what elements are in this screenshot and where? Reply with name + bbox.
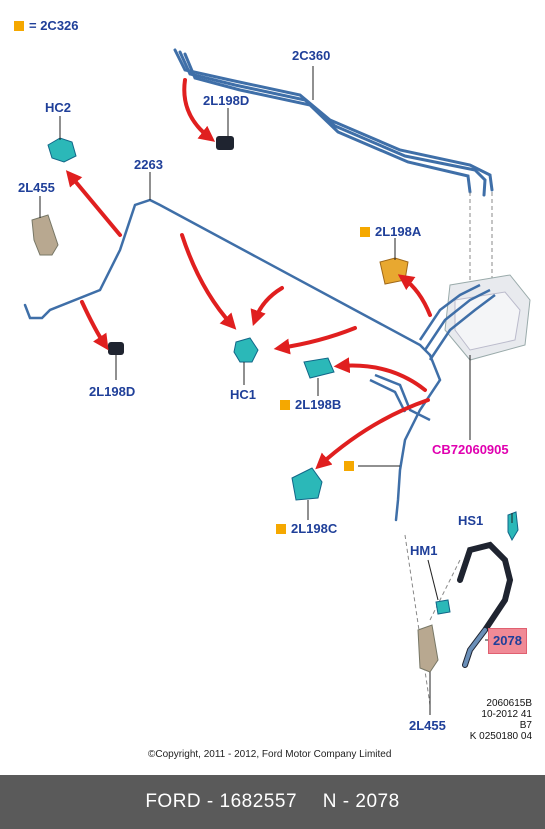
legend: = 2C326 bbox=[14, 18, 79, 33]
label-2L198B-text: 2L198B bbox=[295, 397, 342, 412]
label-2L198A-text: 2L198A bbox=[375, 224, 422, 239]
label-2L198A: 2L198A bbox=[360, 224, 421, 239]
clip-HS1 bbox=[507, 511, 519, 542]
clip-HC1 bbox=[233, 337, 259, 363]
label-2L198D-bottom: 2L198D bbox=[89, 384, 136, 399]
clip-HM1 bbox=[435, 599, 451, 615]
brake-line-diagram bbox=[23, 48, 531, 715]
legend-text: = 2C326 bbox=[29, 18, 79, 33]
label-HS1: HS1 bbox=[458, 513, 484, 528]
clip-2L198B bbox=[303, 357, 335, 379]
copyright-notice: ©Copyright, 2011 - 2012, Ford Motor Comp… bbox=[148, 749, 392, 760]
tube-2C360 bbox=[173, 48, 494, 197]
guide-lines bbox=[404, 192, 493, 706]
leader-lines bbox=[39, 66, 513, 715]
info-line-2: 10-2012 41 bbox=[481, 709, 532, 720]
tube-2263 bbox=[23, 198, 442, 522]
clip-HC2 bbox=[47, 137, 77, 163]
info-line-3: B7 bbox=[519, 720, 532, 731]
label-2L198C: 2L198C bbox=[276, 521, 337, 536]
label-2L198C-text: 2L198C bbox=[291, 521, 338, 536]
abs-module bbox=[369, 274, 531, 422]
legend-swatch-2L198B bbox=[280, 400, 290, 410]
clip-2L198C bbox=[291, 467, 323, 501]
label-CB72060905: CB72060905 bbox=[432, 442, 509, 457]
label-HC1: HC1 bbox=[230, 387, 257, 402]
info-line-1: 2060615B bbox=[486, 698, 532, 709]
bracket-2L455-bottom bbox=[417, 624, 439, 673]
label-HM1: HM1 bbox=[410, 543, 438, 558]
clip-2L198D-top bbox=[216, 136, 234, 150]
label-2C360: 2C360 bbox=[292, 48, 331, 63]
indicator-arrows bbox=[65, 78, 432, 470]
legend-swatch-2L198A bbox=[360, 227, 370, 237]
footer-brand: FORD - 1682557 bbox=[145, 791, 298, 812]
legend-swatch bbox=[14, 21, 24, 31]
legend-swatch-tube bbox=[344, 461, 354, 471]
legend-swatch-2L198C bbox=[276, 524, 286, 534]
label-2L198B: 2L198B bbox=[280, 397, 341, 412]
footer-part: N - 2078 bbox=[322, 791, 400, 812]
label-2L198D-top: 2L198D bbox=[203, 93, 250, 108]
label-2L455-bottom: 2L455 bbox=[409, 718, 446, 733]
clip-2L198D-bottom bbox=[108, 342, 124, 355]
info-line-4: K 0250180 04 bbox=[469, 731, 532, 742]
label-2078-highlight: 2078 bbox=[488, 628, 527, 654]
footer-bar: FORD - 1682557 N - 2078 bbox=[0, 775, 545, 829]
bracket-2L455-left bbox=[31, 214, 59, 256]
label-HC2: HC2 bbox=[45, 100, 72, 115]
info-block: 2060615B 10-2012 41 B7 K 0250180 04 bbox=[466, 698, 532, 742]
label-2L455-left: 2L455 bbox=[18, 180, 55, 195]
label-2263: 2263 bbox=[134, 157, 163, 172]
brake-hose-2078 bbox=[457, 541, 514, 668]
